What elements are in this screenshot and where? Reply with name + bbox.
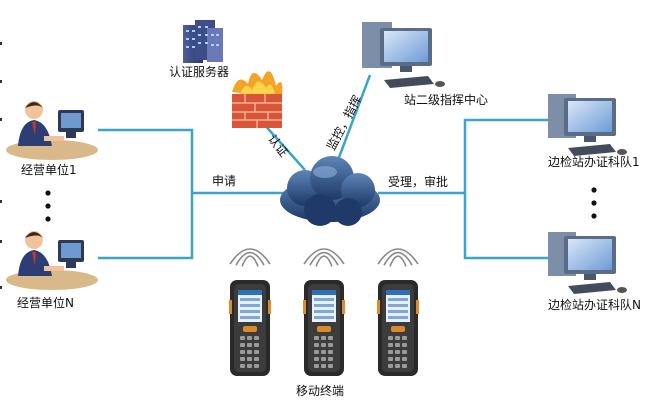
unit-n-label: 经营单位N: [17, 296, 74, 310]
approve-edge-label: 受理，审批: [388, 175, 449, 189]
computer-icon-command: [362, 22, 445, 88]
wireless-icon: [303, 248, 345, 267]
user-at-desk-icon-n: [6, 231, 98, 290]
connection-lines: [98, 74, 550, 260]
auth-server-label: 认证服务器: [169, 65, 230, 79]
cloud-icon: [280, 156, 380, 226]
unit-1-label: 经营单位1: [21, 163, 77, 177]
wireless-icon: [229, 248, 271, 267]
computer-icon-team-n: [548, 232, 627, 294]
apply-edge-label: 申请: [212, 174, 237, 188]
unit-1-link: [98, 128, 194, 260]
wireless-icon: [377, 248, 419, 267]
auth-link: [261, 121, 306, 171]
mobile-terminal-icon: [303, 248, 345, 376]
edge-marks: [0, 42, 2, 289]
mobile-terminals: [229, 248, 419, 376]
mobile-terminal-label: 移动终端: [296, 384, 345, 398]
team-links: [463, 118, 550, 260]
ellipsis-dots-right: [591, 187, 597, 219]
ellipsis-dots-left: [45, 190, 51, 222]
mobile-terminal-icon: [377, 248, 419, 376]
monitor-link: [336, 74, 372, 161]
computer-icon-team-1: [548, 94, 627, 156]
user-at-desk-icon-1: [6, 101, 98, 160]
team-n-label: 边检站办证科队N: [548, 298, 641, 312]
server-icon: [183, 20, 223, 63]
mobile-terminal-icon: [229, 248, 271, 376]
firewall-icon: [232, 71, 283, 128]
team-1-label: 边检站办证科队1: [548, 155, 640, 169]
command-center-label: 站二级指挥中心: [404, 93, 489, 107]
